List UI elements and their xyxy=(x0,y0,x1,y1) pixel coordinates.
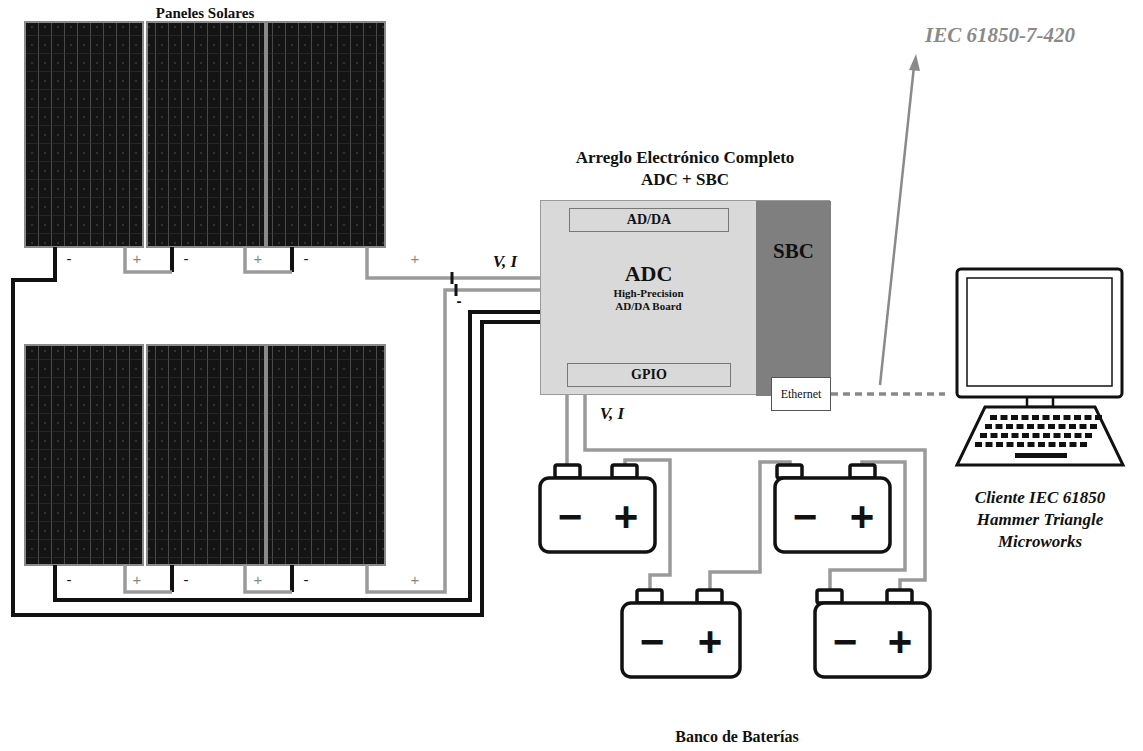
terminal-sign: - xyxy=(304,572,309,589)
network-link xyxy=(831,392,945,396)
node-title: ADC xyxy=(541,261,756,287)
sbc-board: SBCEthernet xyxy=(756,201,831,396)
solar-panels xyxy=(25,22,385,565)
node-title: Arreglo Electrónico Completo ADC + SBC xyxy=(565,147,805,191)
terminal-sign: - xyxy=(67,572,72,589)
terminal-sign: + xyxy=(411,572,420,589)
terminal-sign: - xyxy=(184,572,189,589)
protocol-label: IEC 61850-7-420 xyxy=(925,24,1075,47)
computer-icon xyxy=(945,265,1135,480)
node-title: Ethernet xyxy=(772,378,830,410)
terminal-sign: + xyxy=(133,572,142,589)
client-computer: Cliente IEC 61850 Hammer Triangle Microw… xyxy=(945,265,1135,555)
electronics-housing: Arreglo Electrónico Completo ADC + SBCAD… xyxy=(540,200,830,395)
adc-board: ADCHigh-Precision AD/DA Board xyxy=(541,233,756,361)
terminal-sign: - xyxy=(184,251,189,268)
node-title: GPIO xyxy=(568,364,730,385)
terminal-sign: - xyxy=(304,251,309,268)
node-subtitle: High-Precision AD/DA Board xyxy=(599,287,699,313)
terminal-sign: + xyxy=(411,251,420,268)
battery-sign: + xyxy=(614,494,639,540)
battery-sign: − xyxy=(793,494,818,540)
signal-label: V, I xyxy=(493,253,517,272)
heading-label: Paneles Solares xyxy=(156,5,254,22)
node-title: AD/DA xyxy=(570,209,728,230)
terminal-marks xyxy=(452,272,456,296)
battery-sign: + xyxy=(698,619,723,665)
adda-port: AD/DA xyxy=(569,208,729,232)
ethernet-port: Ethernet xyxy=(771,377,831,411)
gpio-port: GPIO xyxy=(567,363,731,387)
terminal-sign: + xyxy=(254,572,263,589)
battery-sign: − xyxy=(833,619,858,665)
node-title: Cliente IEC 61850 Hammer Triangle Microw… xyxy=(945,487,1135,553)
battery-bank xyxy=(540,465,930,677)
battery-sign: + xyxy=(850,494,875,540)
terminal-sign: - xyxy=(457,293,462,310)
battery-sign: + xyxy=(888,619,913,665)
protocol-arrow xyxy=(880,54,920,385)
heading-label: Banco de Baterías xyxy=(675,728,799,746)
battery-sign: − xyxy=(558,494,583,540)
negative-wires xyxy=(13,247,540,615)
terminal-sign: - xyxy=(67,251,72,268)
node-title: SBC xyxy=(756,239,831,264)
signal-label: V, I xyxy=(600,405,624,424)
terminal-sign: + xyxy=(133,251,142,268)
positive-wires xyxy=(125,247,540,592)
terminal-sign: + xyxy=(254,251,263,268)
battery-sign: − xyxy=(640,619,665,665)
